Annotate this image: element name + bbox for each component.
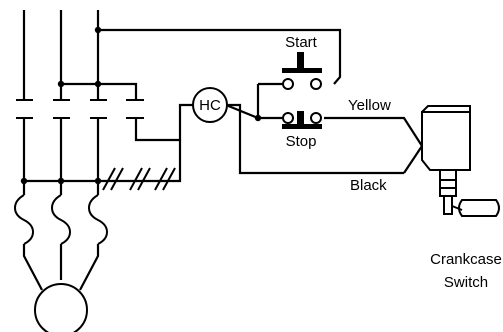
start-button-bar bbox=[282, 68, 322, 73]
holding-coil bbox=[192, 87, 228, 123]
junction-dots bbox=[20, 26, 262, 185]
switch-label-line2: Switch bbox=[444, 274, 488, 291]
wire-overload-line bbox=[24, 140, 182, 183]
wire-hc-to-junction bbox=[226, 103, 404, 175]
wire-top-feed bbox=[98, 28, 342, 85]
junction-dot bbox=[94, 26, 102, 34]
junction-dot bbox=[94, 177, 102, 185]
main-contacts bbox=[16, 99, 144, 119]
contact-l3 bbox=[90, 99, 107, 119]
overload-contacts bbox=[102, 167, 176, 191]
switch-lever bbox=[451, 205, 463, 211]
start-contact-right bbox=[310, 78, 322, 90]
ol-slash-1 bbox=[102, 167, 124, 191]
wire-black bbox=[403, 145, 423, 174]
switch-stem bbox=[439, 170, 457, 197]
motor-symbol bbox=[34, 283, 88, 332]
control-wiring bbox=[24, 28, 423, 183]
junction-dot bbox=[254, 114, 262, 122]
start-button-actuator bbox=[297, 52, 304, 68]
switch-float bbox=[458, 199, 500, 217]
stop-button-actuator bbox=[297, 111, 304, 125]
wire-junction-riser bbox=[256, 84, 282, 120]
heater-l1 bbox=[14, 194, 34, 245]
switch-housing-top bbox=[421, 105, 471, 113]
aux-contact bbox=[126, 99, 144, 119]
junction-dot bbox=[57, 177, 65, 185]
wire-aux-to-hc bbox=[134, 103, 193, 142]
wire-l2-to-aux bbox=[61, 82, 138, 100]
yellow-wire-label: Yellow bbox=[348, 97, 391, 114]
junction-dot bbox=[94, 80, 102, 88]
motor-lead-3 bbox=[79, 244, 100, 291]
motor-leads bbox=[22, 244, 100, 291]
junction-dot bbox=[57, 80, 65, 88]
crankcase-switch-device bbox=[421, 105, 500, 217]
overload-heaters bbox=[14, 194, 108, 245]
stop-contact-right bbox=[310, 112, 322, 124]
switch-label-line1: Crankcase bbox=[430, 251, 502, 268]
junction-dot bbox=[20, 177, 28, 185]
contact-l1 bbox=[16, 99, 33, 119]
black-wire-label: Black bbox=[350, 177, 387, 194]
motor-lead-1 bbox=[22, 244, 43, 291]
holding-coil-label: HC bbox=[199, 97, 221, 114]
ol-slash-3 bbox=[154, 167, 176, 191]
start-pushbutton bbox=[282, 52, 322, 90]
stop-label: Stop bbox=[286, 133, 317, 150]
start-contact-left bbox=[282, 78, 294, 90]
start-label: Start bbox=[285, 34, 318, 51]
stop-contact-left bbox=[282, 112, 294, 124]
wire-hc-to-stop bbox=[225, 103, 259, 120]
stop-button-bar bbox=[282, 124, 322, 129]
heater-l3 bbox=[88, 194, 108, 245]
switch-probe bbox=[443, 196, 453, 215]
ol-slash-2 bbox=[129, 167, 151, 191]
switch-housing bbox=[421, 111, 471, 171]
wire-yellow bbox=[324, 116, 423, 147]
heater-l2 bbox=[51, 194, 71, 245]
supply-lines bbox=[22, 10, 100, 195]
stop-pushbutton bbox=[282, 111, 322, 129]
contact-l2 bbox=[53, 99, 70, 119]
